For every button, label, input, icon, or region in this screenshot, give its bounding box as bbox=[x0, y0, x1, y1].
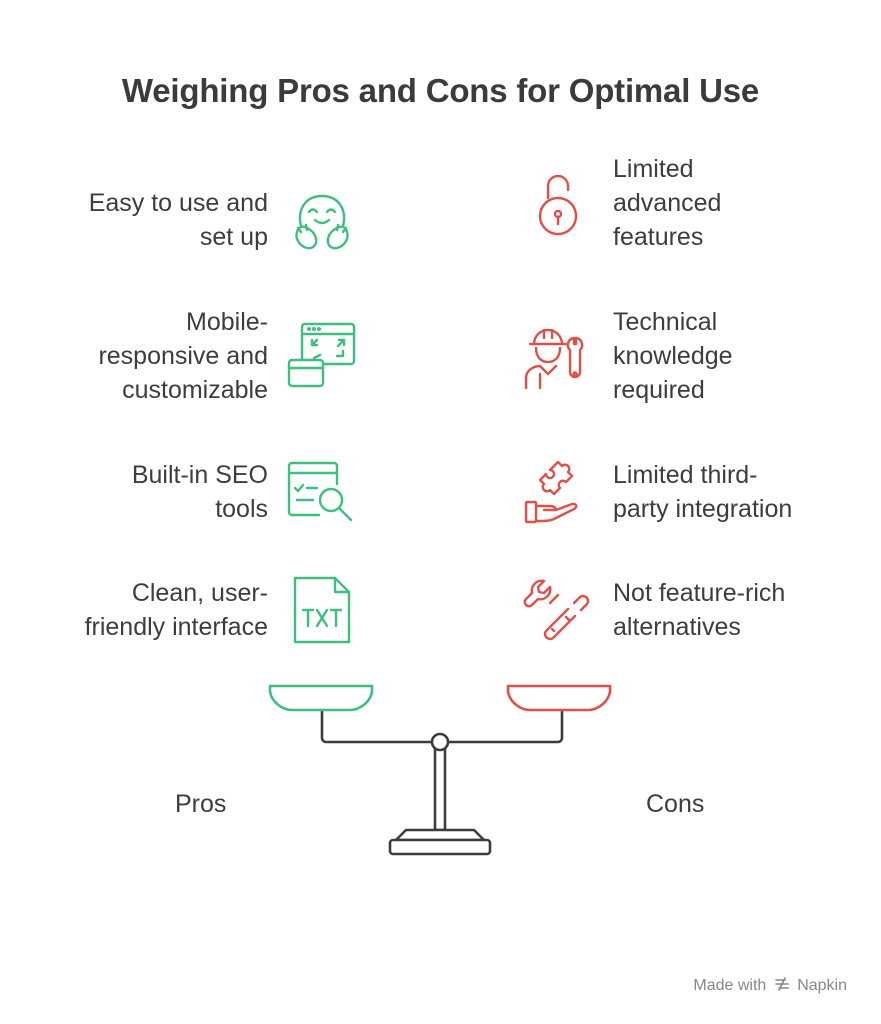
footer-credit: Made with Napkin bbox=[693, 976, 847, 997]
responsive-screens-icon bbox=[287, 322, 357, 392]
pro-item-2: Mobile- responsive and customizable bbox=[98, 305, 268, 407]
cons-label: Cons bbox=[646, 790, 705, 818]
pro-item-3: Built-in SEO tools bbox=[132, 458, 268, 526]
happy-face-icon bbox=[287, 188, 357, 258]
pro-item-1-line-2: set up bbox=[199, 223, 268, 251]
balance-beam bbox=[320, 708, 564, 856]
pro-item-2-line-1: Mobile- bbox=[186, 308, 268, 336]
balance-scale bbox=[268, 684, 612, 856]
seo-search-icon bbox=[287, 460, 357, 530]
con-item-4: Not feature-rich alternatives bbox=[613, 576, 785, 644]
con-item-3-line-2: party integration bbox=[613, 495, 793, 523]
txt-file-icon bbox=[287, 576, 357, 646]
con-item-3-line-1: Limited third- bbox=[613, 461, 758, 489]
napkin-brand-text: Napkin bbox=[797, 977, 847, 994]
puzzle-hand-icon bbox=[522, 456, 592, 526]
con-item-1-line-1: Limited bbox=[613, 155, 694, 183]
pros-label: Pros bbox=[175, 790, 227, 818]
page-title: Weighing Pros and Cons for Optimal Use bbox=[121, 72, 760, 109]
con-item-1-line-2: advanced bbox=[613, 189, 722, 217]
technician-wrench-icon bbox=[522, 322, 592, 392]
pro-item-4: Clean, user- friendly interface bbox=[85, 576, 268, 644]
made-with-text: Made with bbox=[693, 977, 767, 994]
pro-item-2-line-2: responsive and bbox=[98, 342, 268, 370]
pro-item-3-line-2: tools bbox=[215, 495, 268, 523]
cons-pan bbox=[506, 684, 612, 712]
con-item-1-line-3: features bbox=[613, 223, 704, 251]
con-item-2: Technical knowledge required bbox=[613, 305, 733, 407]
con-item-3: Limited third- party integration bbox=[613, 458, 792, 526]
con-item-2-line-3: required bbox=[613, 376, 705, 404]
pro-item-1-line-1: Easy to use and bbox=[88, 189, 268, 217]
con-item-1: Limited advanced features bbox=[613, 152, 721, 254]
pro-item-3-line-1: Built-in SEO bbox=[131, 461, 268, 489]
pro-item-4-line-1: Clean, user- bbox=[131, 579, 268, 607]
pro-item-4-line-2: friendly interface bbox=[84, 613, 268, 641]
con-item-2-line-2: knowledge bbox=[613, 342, 733, 370]
con-item-2-line-1: Technical bbox=[613, 308, 718, 336]
pro-item-2-line-3: customizable bbox=[122, 376, 268, 404]
pro-item-1: Easy to use and set up bbox=[89, 186, 268, 254]
broken-tools-icon bbox=[522, 573, 592, 643]
con-item-4-line-1: Not feature-rich bbox=[613, 579, 786, 607]
unlocked-padlock-icon bbox=[522, 170, 592, 240]
con-item-4-line-2: alternatives bbox=[613, 613, 741, 641]
pros-pan bbox=[268, 684, 374, 712]
napkin-logo-icon bbox=[774, 976, 790, 997]
